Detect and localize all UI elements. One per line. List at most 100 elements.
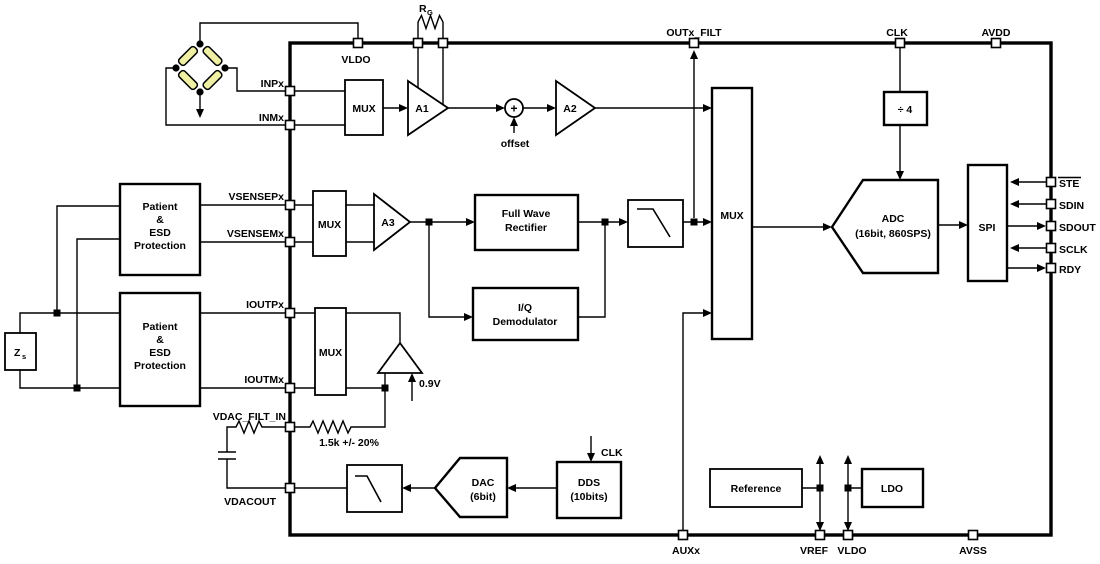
pin-auxx <box>677 529 689 541</box>
pin-label-ioutmx: IOUTMx <box>244 374 284 386</box>
a3-label: A3 <box>381 217 395 229</box>
pin-ste <box>1045 176 1057 188</box>
pin-inpx <box>284 85 296 97</box>
pin-inmx <box>284 119 296 131</box>
arrow-right <box>703 309 712 317</box>
junction <box>381 384 389 392</box>
rg-resistor <box>417 13 444 31</box>
bridge-resistor <box>202 69 223 91</box>
junctions <box>53 218 852 492</box>
fwr-line1: Full Wave <box>502 208 551 220</box>
wire-zs-bottom <box>19 370 77 389</box>
sum-symbol: + <box>510 102 517 116</box>
wire-vref <box>802 459 821 531</box>
arrow-down <box>816 522 824 531</box>
reference-label: Reference <box>731 483 782 495</box>
zs-block <box>4 332 37 371</box>
iq-line1: I/Q <box>518 302 532 314</box>
offset-label: offset <box>501 138 530 150</box>
pin-avdd <box>990 37 1002 49</box>
pin-label-vdac-filt-in: VDAC_FILT_IN <box>213 411 286 423</box>
a1-label: A1 <box>415 103 429 115</box>
arrow-up <box>690 50 698 59</box>
bridge-node <box>196 88 204 96</box>
junction <box>601 218 609 226</box>
pin-rg2 <box>437 37 449 49</box>
pin-rdy <box>1045 262 1057 274</box>
arrow-down <box>896 171 904 180</box>
bridge-node <box>196 40 204 48</box>
pin-sdout <box>1045 220 1057 232</box>
dds-clk-label: CLK <box>601 447 623 459</box>
pin-outx-filt <box>688 37 700 49</box>
wire-ext-cap-to-vdacout <box>226 459 285 489</box>
dds-block <box>555 460 623 520</box>
a2-label: A2 <box>563 103 577 115</box>
arrow-left <box>402 484 411 492</box>
0p9v-label: 0.9V <box>419 378 441 390</box>
pin-label-ste: STE <box>1059 178 1079 190</box>
mux-iout-label: MUX <box>319 347 342 359</box>
bridge-resistor <box>177 69 199 91</box>
zs-label-sub: s <box>22 352 26 361</box>
adc-line1: ADC <box>882 213 905 225</box>
pin-vdac-filt-in <box>284 421 296 433</box>
pin-label-vsensemx: VSENSEMx <box>227 228 284 240</box>
pin-rg1 <box>412 37 424 49</box>
mux3-label: MUX <box>720 210 743 222</box>
dac-filter-icon <box>355 475 382 503</box>
mux-iout-block <box>314 307 347 396</box>
labels: VLDO R G OUTx_FILT CLK AVDD INPx INMx VS… <box>14 3 1096 557</box>
arrow-up <box>510 117 518 126</box>
wire-zs-top <box>19 312 57 333</box>
pin-label-avss: AVSS <box>959 545 987 557</box>
bridge-resistor <box>202 45 223 67</box>
mux1-block <box>344 79 384 136</box>
pin-label-outx-filt: OUTx_FILT <box>666 27 722 39</box>
fwr-line2: Rectifier <box>505 222 547 234</box>
junction <box>844 484 852 492</box>
pin-sclk <box>1045 242 1057 254</box>
patient2-line2: & <box>156 334 164 346</box>
pin-ioutmx <box>284 382 296 394</box>
chip-boundary <box>288 41 1053 537</box>
wire-mux2-buffer <box>346 312 401 343</box>
arrow-right <box>959 221 968 229</box>
pin-ioutpx <box>284 307 296 319</box>
junction <box>816 484 824 492</box>
junction <box>53 309 61 317</box>
patient1-line1: Patient <box>142 201 178 213</box>
spi-block <box>966 163 1009 283</box>
arrowheads <box>196 50 1046 531</box>
pin-label-vdacout: VDACOUT <box>224 496 277 508</box>
clock-divider-label: ÷ 4 <box>898 104 913 116</box>
wire-bridge-to-inmx <box>165 67 285 126</box>
wire-iq-out <box>578 222 606 318</box>
wire-pe1-left-bottom <box>76 238 120 388</box>
zs-label: Z <box>14 347 21 359</box>
arrow-right <box>547 104 556 112</box>
junction <box>73 384 81 392</box>
wire-bridge-to-vldo <box>199 22 359 44</box>
arrow-left <box>1010 178 1019 186</box>
pin-label-sdin: SDIN <box>1059 200 1084 212</box>
pin-label-ioutpx: IOUTPx <box>246 299 284 311</box>
internal-resistor-label: 1.5k +/- 20% <box>319 437 379 449</box>
arrow-right <box>823 223 832 231</box>
arrow-up <box>816 455 824 464</box>
mux3-block <box>710 86 754 341</box>
patient1-line4: Protection <box>134 240 186 252</box>
mux-vsense-block <box>312 190 347 257</box>
wire-vsense-int <box>295 204 313 243</box>
arrow-up <box>408 373 416 382</box>
wire-vldo-ldo <box>847 459 862 531</box>
arrow-left <box>507 484 516 492</box>
patient-esd-block-2 <box>118 291 202 408</box>
dac-line2: (6bit) <box>470 491 496 503</box>
wire-rg-feedback <box>417 22 444 107</box>
ext-capacitor <box>218 451 236 460</box>
patient1-line2: & <box>156 214 164 226</box>
arrow-right <box>399 104 408 112</box>
arrow-right <box>703 218 712 226</box>
pin-vldo-bottom <box>842 529 854 541</box>
